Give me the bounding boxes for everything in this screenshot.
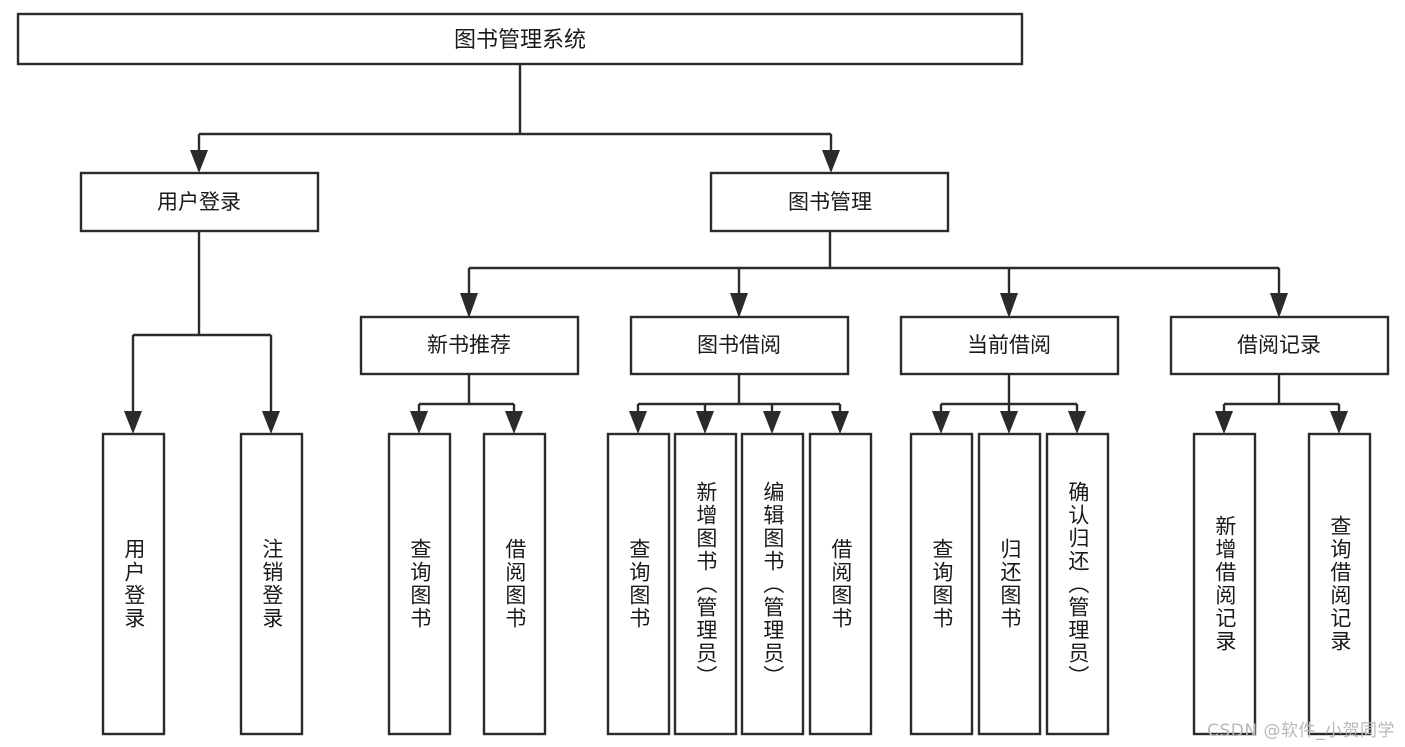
leaf-box[interactable] xyxy=(1045,432,1110,736)
node-box[interactable] xyxy=(709,171,950,233)
leaf-box[interactable] xyxy=(101,432,166,736)
node-label: 借阅记录 xyxy=(1237,333,1321,357)
connector-root-to-level2 xyxy=(190,64,840,173)
leaf-box[interactable] xyxy=(1192,432,1257,736)
leaf-label-edit-book-admin: 编辑图书（管理员） xyxy=(760,480,785,688)
leaf-label-user-login: 用户登录 xyxy=(121,538,146,630)
leaf-box[interactable] xyxy=(673,432,738,736)
connector-bookmgmt-to-level3 xyxy=(460,231,1288,318)
arrow-icon xyxy=(124,411,142,434)
arrow-icon xyxy=(730,293,748,318)
connector-currentborrow-to-leaves xyxy=(932,374,1086,434)
arrow-icon xyxy=(822,150,840,173)
node-borrow-record[interactable]: 借阅记录 xyxy=(1169,315,1390,376)
arrow-icon xyxy=(410,411,428,434)
leaf-label-confirm-return-admin: 确认归还（管理员） xyxy=(1065,480,1090,688)
connector-newbook-to-leaves xyxy=(410,374,523,434)
node-box[interactable] xyxy=(899,315,1120,376)
node-book-management[interactable]: 图书管理 xyxy=(709,171,950,233)
leaf-box[interactable] xyxy=(1307,432,1372,736)
connector-userlogin-to-leaves xyxy=(124,231,280,434)
node-box[interactable] xyxy=(1169,315,1390,376)
leaf-label-borrow-book-recommend: 借阅图书 xyxy=(502,538,527,630)
arrow-icon xyxy=(1215,411,1233,434)
arrow-icon xyxy=(831,411,849,434)
leaf-box[interactable] xyxy=(977,432,1042,736)
leaf-box[interactable] xyxy=(606,432,671,736)
node-box[interactable] xyxy=(359,315,580,376)
leaf-label-logout: 注销登录 xyxy=(259,538,284,630)
leaf-boxes-borrow-record xyxy=(1192,432,1372,736)
leaf-box[interactable] xyxy=(808,432,873,736)
node-label: 图书管理 xyxy=(788,190,872,214)
arrow-icon xyxy=(190,150,208,173)
node-user-login[interactable]: 用户登录 xyxy=(79,171,320,233)
leaf-label-query-borrow-record: 查询借阅记录 xyxy=(1327,515,1352,653)
leaf-box[interactable] xyxy=(482,432,547,736)
leaf-boxes-user-login xyxy=(101,432,304,736)
leaf-label-add-book-admin: 新增图书（管理员） xyxy=(693,480,718,688)
leaf-label-query-book-borrow: 查询图书 xyxy=(626,538,651,630)
arrow-icon xyxy=(1330,411,1348,434)
connector-bookborrow-to-leaves xyxy=(629,374,849,434)
node-new-book-recommend[interactable]: 新书推荐 xyxy=(359,315,580,376)
leaf-box[interactable] xyxy=(909,432,974,736)
node-current-borrow[interactable]: 当前借阅 xyxy=(899,315,1120,376)
leaf-label-query-book-recommend: 查询图书 xyxy=(407,538,432,630)
arrow-icon xyxy=(505,411,523,434)
arrow-icon xyxy=(262,411,280,434)
node-label: 图书借阅 xyxy=(697,333,781,357)
arrow-icon xyxy=(629,411,647,434)
node-box[interactable] xyxy=(629,315,850,376)
leaf-label-return-book: 归还图书 xyxy=(997,538,1022,630)
node-root[interactable]: 图书管理系统 xyxy=(16,12,1024,66)
arrow-icon xyxy=(1068,411,1086,434)
arrow-icon xyxy=(1270,293,1288,318)
arrow-icon xyxy=(1000,411,1018,434)
leaf-boxes-current-borrow xyxy=(909,432,1110,736)
leaf-boxes-book-borrow xyxy=(606,432,873,736)
arrow-icon xyxy=(696,411,714,434)
watermark-text: CSDN @软件_小贺同学 xyxy=(1207,721,1395,741)
leaf-box[interactable] xyxy=(387,432,452,736)
node-label: 当前借阅 xyxy=(967,333,1051,357)
arrow-icon xyxy=(932,411,950,434)
leaf-label-query-book-current: 查询图书 xyxy=(929,538,954,630)
node-label: 新书推荐 xyxy=(427,333,511,357)
node-box[interactable] xyxy=(16,12,1024,66)
node-label: 图书管理系统 xyxy=(454,28,586,53)
arrow-icon xyxy=(763,411,781,434)
arrow-icon xyxy=(460,293,478,318)
connector-borrowrecord-to-leaves xyxy=(1215,374,1348,434)
node-box[interactable] xyxy=(79,171,320,233)
leaf-label-borrow-book: 借阅图书 xyxy=(828,538,853,630)
leaf-label-add-borrow-record: 新增借阅记录 xyxy=(1212,515,1237,653)
leaf-boxes-new-book-recommend xyxy=(387,432,547,736)
arrow-icon xyxy=(1000,293,1018,318)
node-book-borrow[interactable]: 图书借阅 xyxy=(629,315,850,376)
leaf-box[interactable] xyxy=(239,432,304,736)
node-label: 用户登录 xyxy=(157,190,241,214)
leaf-box[interactable] xyxy=(740,432,805,736)
